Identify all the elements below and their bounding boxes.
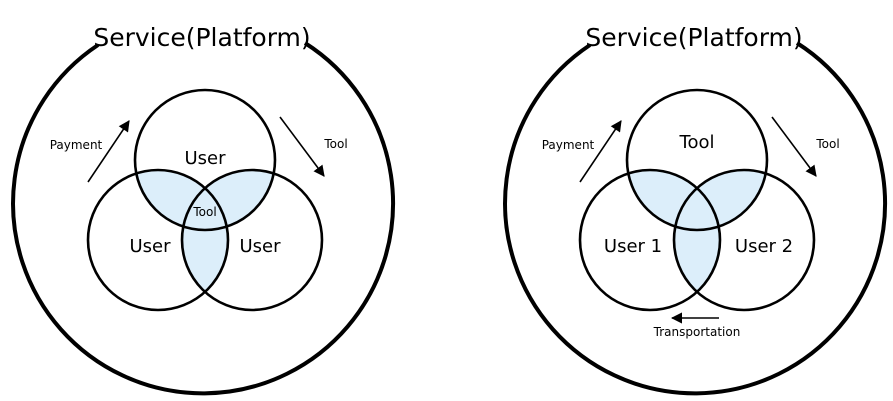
left-tool-label: Tool <box>323 137 347 151</box>
left-right-label: User <box>239 236 281 257</box>
left-left-label: User <box>129 236 171 257</box>
right-top-label: Tool <box>679 132 715 153</box>
left-circle-left <box>86 168 230 312</box>
left-diagram: Service(Platform) User User User Tool Pa… <box>11 23 395 396</box>
right-overlaps <box>627 170 767 310</box>
right-right-label: User 2 <box>735 236 793 257</box>
left-circle-top <box>133 88 277 232</box>
right-circle-right <box>672 168 816 312</box>
right-title: Service(Platform) <box>585 23 802 52</box>
right-tool-arrow <box>771 116 817 177</box>
right-diagram: Service(Platform) Tool User 1 User 2 Pay… <box>503 23 887 396</box>
left-center-label: Tool <box>192 205 216 219</box>
left-circle-right <box>180 168 324 312</box>
left-overlaps <box>135 170 275 310</box>
right-left-label: User 1 <box>604 236 662 257</box>
left-top-label: User <box>184 148 226 169</box>
right-payment-arrow <box>579 120 622 183</box>
left-payment-label: Payment <box>50 138 103 152</box>
right-circle-top <box>625 88 769 232</box>
right-transportation-label: Transportation <box>653 325 741 339</box>
right-outer-ring <box>503 41 887 396</box>
right-payment-label: Payment <box>542 138 595 152</box>
left-tool-arrow <box>279 116 325 177</box>
right-circle-left <box>578 168 722 312</box>
left-outer-ring <box>11 41 395 396</box>
right-tool-label: Tool <box>815 137 839 151</box>
left-title: Service(Platform) <box>93 23 310 52</box>
left-payment-arrow <box>87 120 130 183</box>
